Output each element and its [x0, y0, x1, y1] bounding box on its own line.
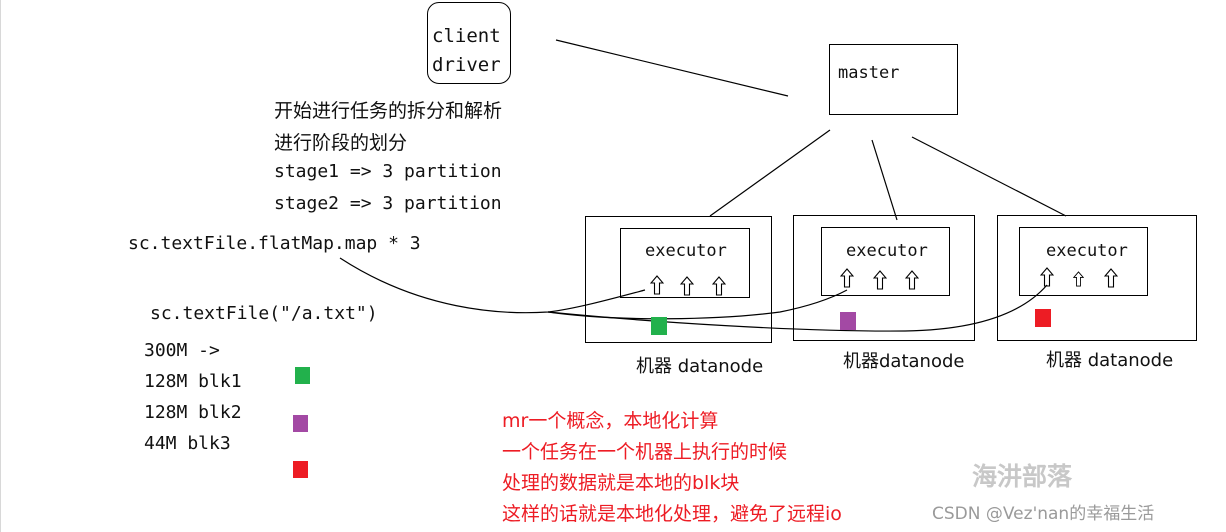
- flatmap-code: sc.textFile.flatMap.map * 3: [128, 233, 421, 254]
- master-node3-line: [911, 136, 1067, 217]
- machine-label-3: 机器 datanode: [1046, 350, 1174, 371]
- machine-label-2: 机器datanode: [843, 351, 965, 372]
- executor-label-2: executor: [846, 241, 928, 261]
- block-label-3: 44M blk3: [144, 433, 231, 454]
- up-arrow-icon: [905, 270, 919, 290]
- machine-label-1: 机器 datanode: [636, 356, 764, 377]
- executor-box-2: [821, 227, 950, 296]
- up-arrow-icon: [712, 276, 726, 296]
- left-edge-rule: [0, 0, 1, 532]
- red-note-line2: 一个任务在一个机器上执行的时候: [502, 441, 788, 463]
- block-square-3: [293, 461, 308, 478]
- up-arrow-icon: [1104, 268, 1118, 288]
- block-label-2: 128M blk2: [144, 402, 242, 423]
- machine-box-3: [997, 215, 1197, 341]
- machine-block-2: [840, 312, 856, 330]
- notes-line4: stage2 => 3 partition: [274, 193, 502, 214]
- master-node1-line: [709, 129, 831, 217]
- red-note-line3: 处理的数据就是本地的blk块: [502, 472, 740, 494]
- master-label: master: [838, 63, 900, 83]
- up-arrow-icon: [1040, 267, 1054, 287]
- machine-block-3: [1035, 309, 1051, 327]
- driver-master-line: [555, 39, 789, 97]
- client-driver-line2: driver: [432, 54, 501, 76]
- brand-watermark: 海汫部落: [972, 462, 1073, 491]
- block-square-1: [295, 367, 310, 384]
- block-label-1: 128M blk1: [144, 371, 242, 392]
- notes-line3: stage1 => 3 partition: [274, 161, 502, 182]
- up-arrow-icon: [1073, 271, 1084, 287]
- partition-curve-1: [339, 257, 646, 314]
- executor-box-1: [620, 228, 750, 298]
- master-box: [829, 44, 958, 115]
- block-square-2: [293, 415, 308, 432]
- red-note-line1: mr一个概念，本地化计算: [502, 410, 719, 432]
- csdn-watermark: CSDN @Vez'nan的幸福生活: [932, 504, 1155, 524]
- notes-line2: 进行阶段的划分: [274, 132, 408, 154]
- partition-curve-3: [547, 284, 1048, 332]
- textfile-code: sc.textFile("/a.txt"): [150, 303, 378, 324]
- machine-box-1: [585, 216, 772, 343]
- blocks-total: 300M ->: [144, 340, 220, 361]
- red-note-line4: 这样的话就是本地化处理，避免了远程io: [502, 503, 842, 525]
- executor-label-1: executor: [645, 241, 727, 261]
- machine-box-2: [793, 215, 975, 341]
- master-node2-line: [871, 139, 898, 221]
- client-driver-line1: client: [432, 25, 501, 47]
- notes-line1: 开始进行任务的拆分和解析: [274, 100, 503, 122]
- client-driver-box: [427, 2, 511, 84]
- executor-label-3: executor: [1046, 241, 1128, 261]
- machine-block-1: [651, 317, 667, 335]
- up-arrow-icon: [650, 275, 664, 295]
- up-arrow-icon: [680, 276, 694, 296]
- up-arrow-icon: [873, 270, 887, 290]
- up-arrow-icon: [840, 268, 854, 288]
- executor-box-3: [1019, 227, 1148, 296]
